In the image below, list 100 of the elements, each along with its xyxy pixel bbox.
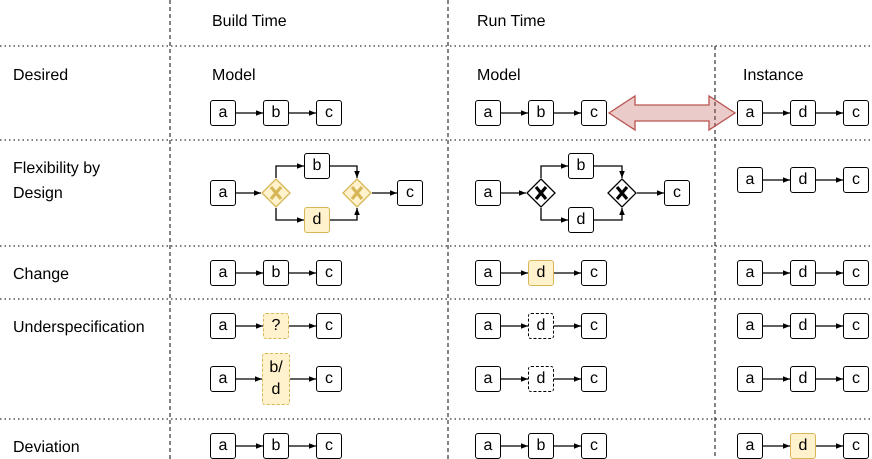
arrow bbox=[289, 270, 316, 276]
task-box: ? bbox=[263, 313, 289, 339]
arrow bbox=[372, 190, 397, 196]
task-box: d bbox=[568, 207, 594, 233]
arrow bbox=[501, 376, 528, 382]
task-box: c bbox=[581, 366, 607, 392]
arrow bbox=[763, 323, 790, 329]
arrow bbox=[236, 323, 263, 329]
task-box: b/d bbox=[262, 353, 290, 405]
task-box: a bbox=[475, 260, 501, 286]
task-box: c bbox=[843, 433, 869, 459]
arrow bbox=[236, 190, 261, 196]
task-box: a bbox=[475, 180, 501, 206]
arrow bbox=[594, 165, 625, 178]
arrow bbox=[816, 110, 843, 116]
task-box: a bbox=[210, 433, 236, 459]
task-box: b bbox=[528, 100, 554, 126]
double-block-arrow bbox=[608, 94, 736, 132]
task-box: a bbox=[737, 100, 763, 126]
arrow bbox=[275, 208, 304, 223]
task-box: a bbox=[737, 366, 763, 392]
arrow bbox=[289, 323, 316, 329]
task-box: c bbox=[664, 180, 690, 206]
arrow bbox=[637, 190, 664, 196]
arrow bbox=[501, 443, 528, 449]
task-box: a bbox=[737, 313, 763, 339]
arrow bbox=[236, 376, 262, 382]
task-box: b bbox=[263, 260, 289, 286]
arrow bbox=[763, 177, 790, 183]
task-box: d bbox=[790, 100, 816, 126]
arrow bbox=[275, 163, 304, 178]
task-box: c bbox=[316, 260, 342, 286]
task-box: c bbox=[843, 260, 869, 286]
task-box: a bbox=[737, 433, 763, 459]
arrow bbox=[816, 177, 843, 183]
section-heading: Model bbox=[212, 66, 256, 86]
task-box: c bbox=[581, 260, 607, 286]
task-box: c bbox=[581, 100, 607, 126]
task-box: a bbox=[737, 167, 763, 193]
gateway-diamond bbox=[261, 178, 291, 208]
task-box: d bbox=[790, 313, 816, 339]
arrow bbox=[540, 163, 568, 178]
task-box: b bbox=[304, 153, 330, 179]
task-box: c bbox=[316, 433, 342, 459]
gateway-diamond bbox=[342, 178, 372, 208]
arrow bbox=[554, 443, 581, 449]
task-box: d bbox=[528, 313, 554, 339]
task-box: a bbox=[475, 433, 501, 459]
task-box: b bbox=[263, 433, 289, 459]
arrow bbox=[763, 443, 790, 449]
arrow bbox=[540, 208, 568, 223]
task-box: d bbox=[528, 366, 554, 392]
task-box: a bbox=[210, 260, 236, 286]
arrow bbox=[816, 323, 843, 329]
task-box: c bbox=[581, 433, 607, 459]
task-box: a bbox=[475, 366, 501, 392]
arrow bbox=[816, 270, 843, 276]
task-box: c bbox=[843, 366, 869, 392]
task-box: b bbox=[263, 100, 289, 126]
arrow bbox=[554, 323, 581, 329]
task-box: b bbox=[568, 153, 594, 179]
task-box: a bbox=[210, 313, 236, 339]
row-label: Desired bbox=[13, 66, 68, 86]
task-box: d bbox=[790, 260, 816, 286]
task-box: a bbox=[737, 260, 763, 286]
task-box: b bbox=[528, 433, 554, 459]
arrow bbox=[816, 376, 843, 382]
row-label: Change bbox=[13, 265, 70, 285]
arrow bbox=[236, 443, 263, 449]
task-box: c bbox=[316, 313, 342, 339]
task-box: a bbox=[210, 180, 236, 206]
arrow bbox=[330, 165, 360, 178]
arrow bbox=[816, 443, 843, 449]
arrow bbox=[501, 190, 526, 196]
arrow bbox=[290, 376, 316, 382]
arrow bbox=[501, 110, 528, 116]
task-box: c bbox=[843, 100, 869, 126]
column-header: Run Time bbox=[477, 12, 546, 32]
arrow bbox=[236, 270, 263, 276]
arrow bbox=[594, 208, 625, 221]
task-box: a bbox=[210, 366, 236, 392]
task-box: d bbox=[790, 167, 816, 193]
arrow bbox=[763, 110, 790, 116]
task-box: d bbox=[790, 366, 816, 392]
arrow bbox=[554, 270, 581, 276]
task-box: a bbox=[475, 100, 501, 126]
task-box: c bbox=[316, 366, 342, 392]
task-box: a bbox=[475, 313, 501, 339]
arrow bbox=[236, 110, 263, 116]
column-header: Build Time bbox=[212, 12, 287, 32]
arrow bbox=[763, 376, 790, 382]
arrow bbox=[330, 208, 360, 221]
arrow bbox=[501, 270, 528, 276]
task-box: c bbox=[843, 167, 869, 193]
arrow bbox=[554, 110, 581, 116]
arrow bbox=[763, 270, 790, 276]
section-heading: Model bbox=[477, 66, 521, 86]
row-label: Underspecification bbox=[13, 318, 145, 338]
task-box: d bbox=[304, 207, 330, 233]
task-box: d bbox=[790, 433, 816, 459]
